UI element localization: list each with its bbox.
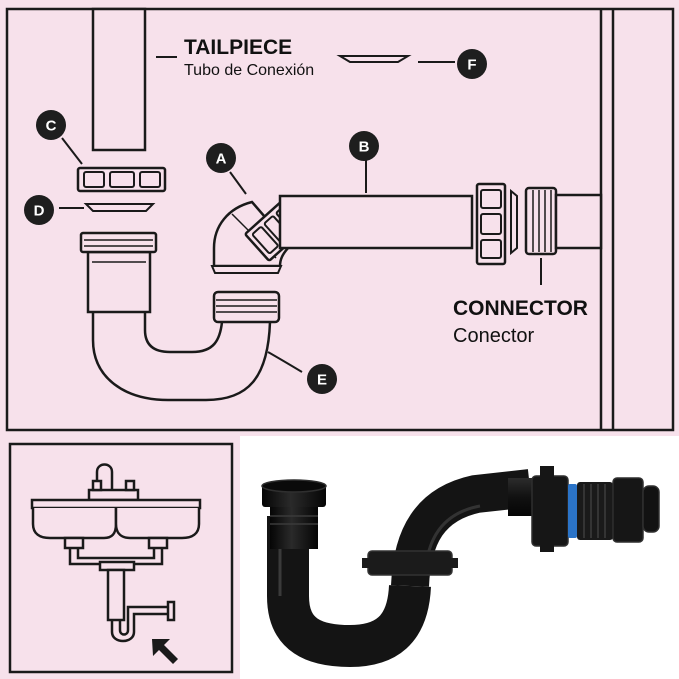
- diagram-border: [5, 7, 675, 432]
- callout-c-letter: C: [46, 118, 57, 135]
- trap-arm-b: [278, 194, 474, 250]
- callout-b-letter: B: [359, 139, 370, 156]
- double-sink-icon: [30, 498, 202, 540]
- callout-c: C: [36, 110, 66, 140]
- callout-c-leader: [61, 137, 83, 165]
- callout-b: B: [349, 131, 379, 161]
- connector-label: CONNECTOR: [453, 297, 588, 320]
- arrow-pointer-icon: [152, 639, 178, 664]
- j-bend-e: [79, 231, 281, 402]
- callout-e-letter: E: [317, 372, 327, 389]
- callout-e-leader: [267, 351, 303, 373]
- product-photo-svg: [240, 436, 679, 679]
- inset-border: [8, 442, 234, 674]
- callout-d: D: [24, 195, 54, 225]
- exploded-diagram: TAILPIECE Tubo de Conexión F C D: [0, 0, 679, 436]
- slip-nut-c: [76, 166, 167, 193]
- black-p-trap: [261, 466, 660, 668]
- tailpiece-label: TAILPIECE: [184, 36, 292, 59]
- connector-assembly: [475, 182, 603, 266]
- callout-f: F: [457, 49, 487, 79]
- tailpiece-label-es: Tubo de Conexión: [184, 62, 314, 79]
- washer-d: [83, 203, 156, 212]
- callout-a: A: [206, 143, 236, 173]
- callout-f-letter: F: [467, 57, 476, 74]
- callout-e: E: [307, 364, 337, 394]
- exploded-diagram-svg: TAILPIECE Tubo de Conexión F C D: [0, 0, 679, 436]
- callout-a-letter: A: [216, 151, 227, 168]
- connector-label-es: Conector: [453, 325, 534, 347]
- tailpiece-pipe: [91, 7, 147, 152]
- product-photo: [240, 436, 679, 679]
- callout-a-leader: [229, 171, 247, 195]
- drain-pipes-icon: [63, 536, 176, 643]
- callout-d-letter: D: [34, 203, 45, 220]
- sink-inset-svg: [0, 436, 240, 679]
- elbow-a: [210, 198, 309, 274]
- sink-location-inset: [0, 436, 240, 679]
- washer-f: [336, 55, 412, 63]
